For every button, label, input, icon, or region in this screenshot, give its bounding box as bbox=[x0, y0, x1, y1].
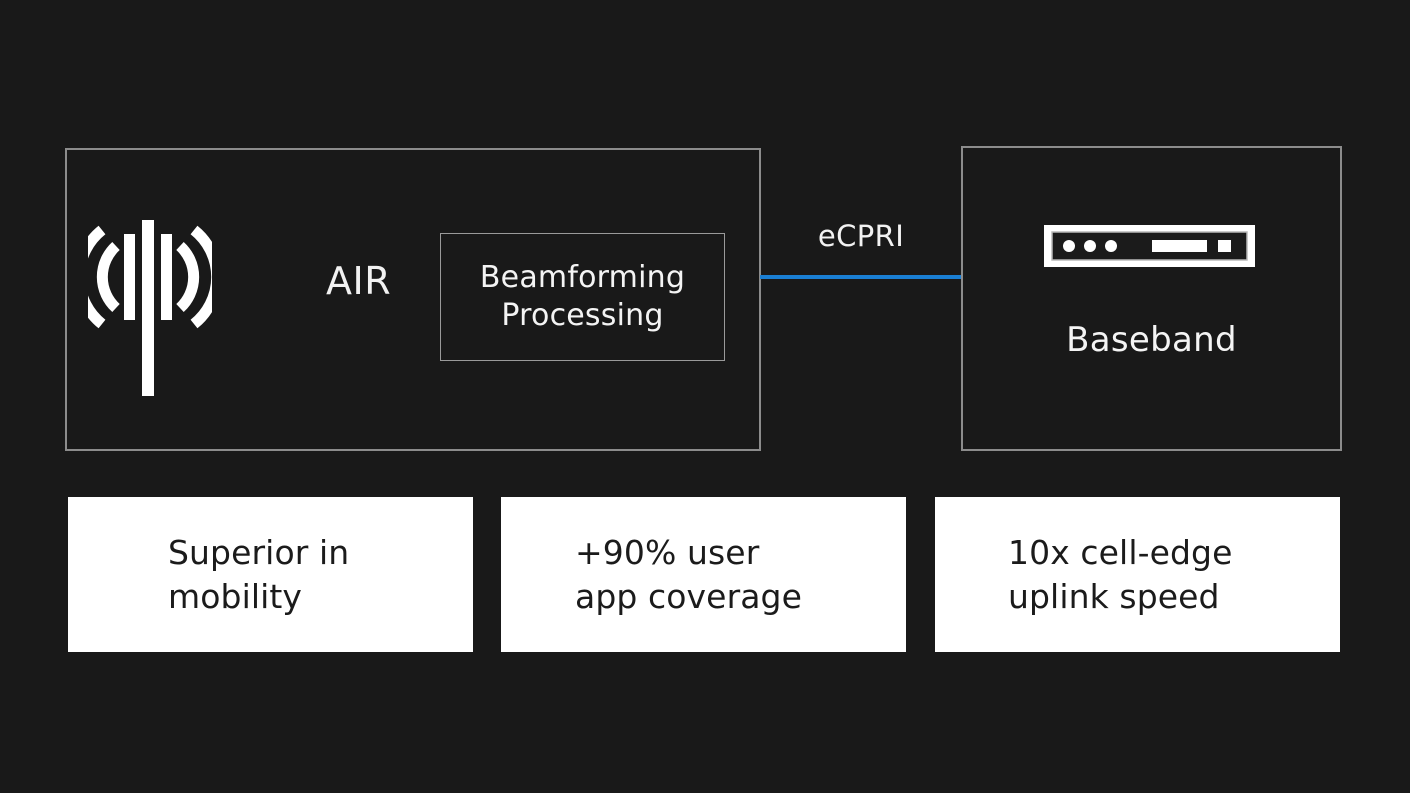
baseband-unit-rack-icon bbox=[1044, 225, 1255, 267]
antenna-radio-waves-icon bbox=[73, 218, 223, 398]
beamforming-processing-label: Beamforming Processing bbox=[479, 259, 686, 333]
air-label: AIR bbox=[326, 259, 392, 303]
benefit-card-label: 10x cell-edge uplink speed bbox=[1008, 532, 1233, 616]
ecpri-label: eCPRI bbox=[817, 219, 905, 253]
baseband-panel bbox=[961, 146, 1342, 451]
beamforming-processing-box: Beamforming Processing bbox=[440, 233, 725, 361]
baseband-label: Baseband bbox=[1066, 320, 1237, 360]
benefit-card-mobility: Superior in mobility bbox=[68, 497, 473, 652]
benefit-card-uplink-speed: 10x cell-edge uplink speed bbox=[935, 497, 1340, 652]
benefit-card-label: +90% user app coverage bbox=[575, 532, 803, 616]
benefit-card-label: Superior in mobility bbox=[168, 532, 350, 616]
ecpri-connector-line bbox=[760, 275, 962, 279]
air-panel bbox=[65, 148, 761, 451]
benefit-card-app-coverage: +90% user app coverage bbox=[501, 497, 906, 652]
